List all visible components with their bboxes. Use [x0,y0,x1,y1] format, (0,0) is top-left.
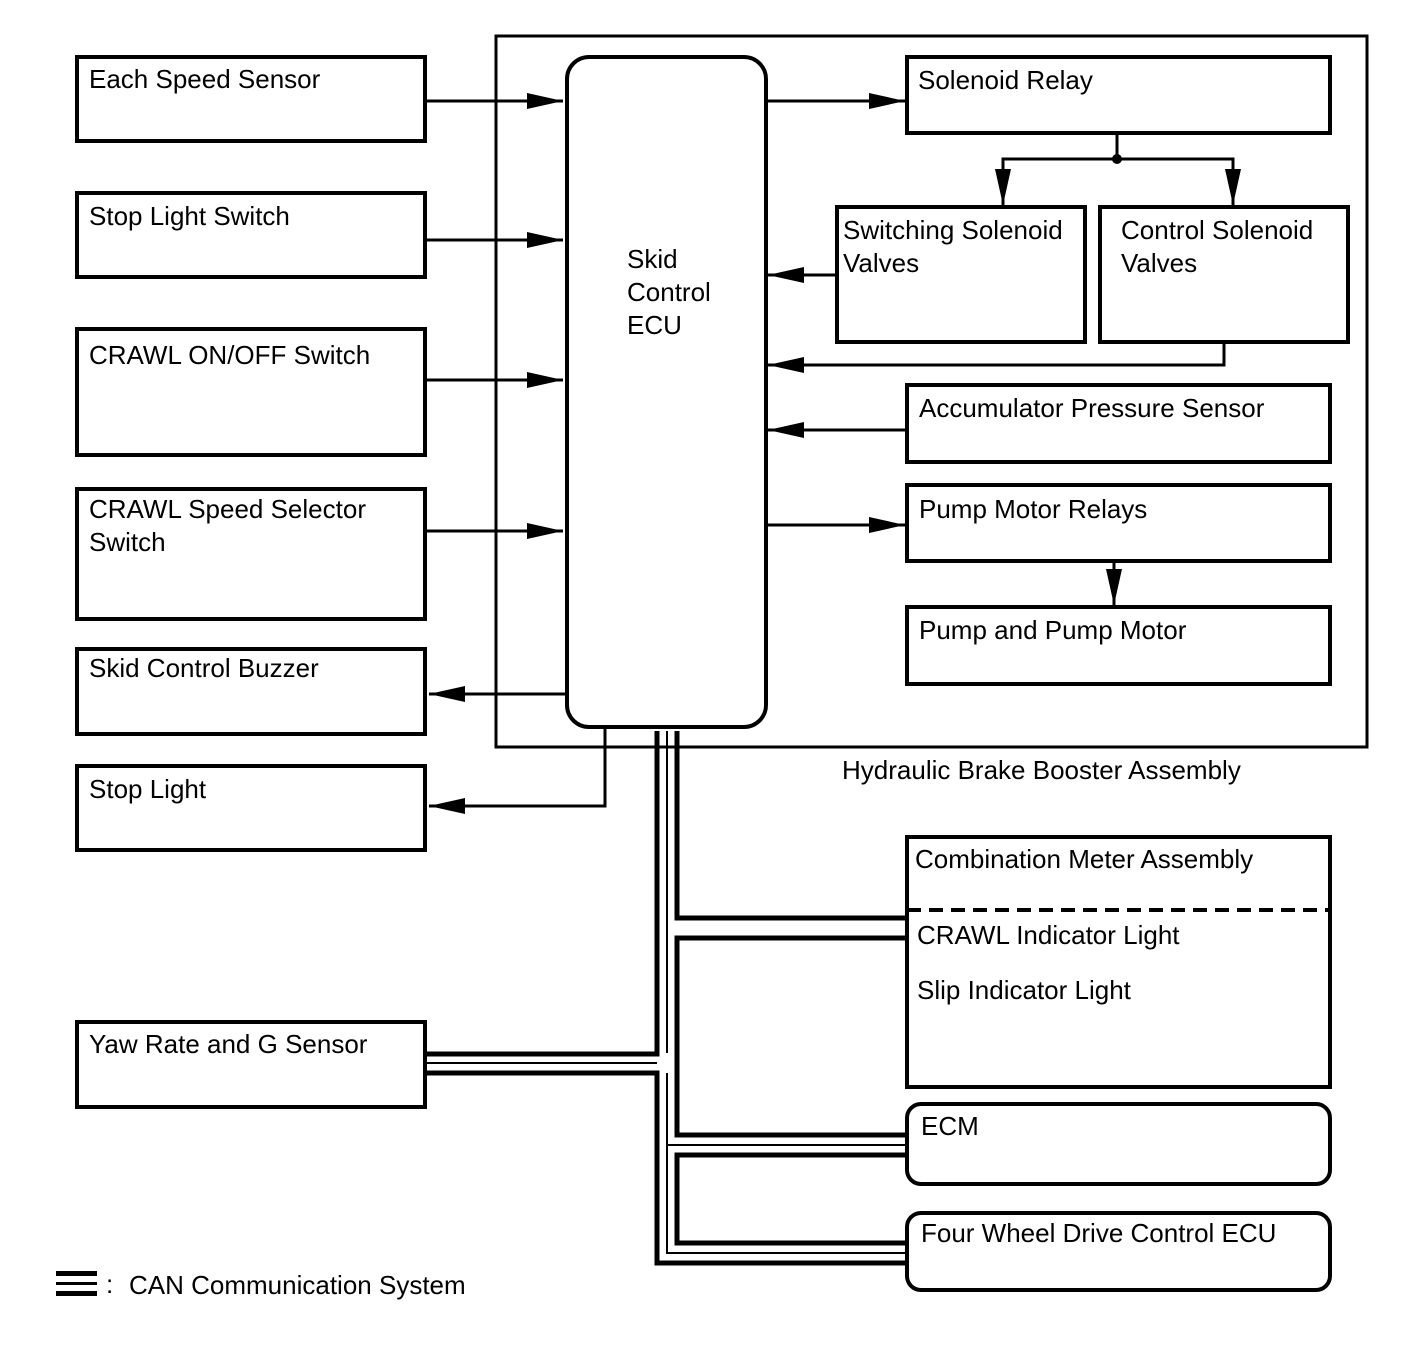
crawl-onoff-switch-box: CRAWL ON/OFF Switch [75,327,427,457]
crawl-speed-selector-box: CRAWL Speed Selector Switch [75,487,427,621]
can-line-meter-lower [674,935,907,1138]
stop-light-box: Stop Light [75,764,427,852]
crawl-onoff-switch-label: CRAWL ON/OFF Switch [89,340,370,370]
four-wheel-drive-ecu-box: Four Wheel Drive Control ECU [905,1211,1332,1292]
stop-light-label: Stop Light [89,774,207,804]
control-valves-arrow [768,342,1226,373]
stop-light-switch-label: Stop Light Switch [89,201,290,231]
yaw-rate-g-sensor-label: Yaw Rate and G Sensor [89,1029,368,1059]
legend: : CAN Communication System [56,1269,466,1300]
can-line-ecm-lower [674,1152,907,1246]
combination-meter-box: Combination Meter Assembly CRAWL Indicat… [905,835,1332,1089]
slip-indicator-label: Slip Indicator Light [917,975,1132,1005]
skid-control-buzzer-box: Skid Control Buzzer [75,647,427,736]
relay-to-switching-arrow [995,133,1119,205]
booster-assembly-label: Hydraulic Brake Booster Assembly [842,755,1241,785]
legend-text: CAN Communication System [129,1270,466,1300]
can-line-meter-upper [674,731,907,921]
each-speed-sensor-box: Each Speed Sensor [75,55,427,143]
crawl-indicator-label: CRAWL Indicator Light [917,920,1180,950]
combination-meter-label: Combination Meter Assembly [915,844,1253,874]
pump-motor-relays-box: Pump Motor Relays [905,483,1332,563]
can-line-yaw-upper [425,731,660,1057]
switching-solenoid-valves-box: Switching Solenoid Valves [835,205,1087,344]
control-solenoid-valves-label: Control Solenoid Valves [1121,215,1320,278]
crawl-speed-selector-label: CRAWL Speed Selector Switch [89,494,373,557]
stop-light-switch-box: Stop Light Switch [75,191,427,279]
control-solenoid-valves-box: Control Solenoid Valves [1098,205,1350,344]
skid-control-ecu-label: Skid Control ECU [627,244,718,340]
solenoid-relay-box: Solenoid Relay [905,55,1332,135]
accumulator-pressure-sensor-label: Accumulator Pressure Sensor [919,393,1265,423]
skid-control-buzzer-label: Skid Control Buzzer [89,653,319,683]
each-speed-sensor-label: Each Speed Sensor [89,64,321,94]
can-line-yaw-lower [425,1070,907,1266]
yaw-rate-g-sensor-box: Yaw Rate and G Sensor [75,1020,427,1109]
solenoid-relay-label: Solenoid Relay [918,65,1093,95]
pump-and-pump-motor-label: Pump and Pump Motor [919,615,1187,645]
pump-motor-relays-label: Pump Motor Relays [919,494,1147,524]
stop-light-arrow [429,727,607,814]
skid-control-ecu: Skid Control ECU [565,55,768,729]
legend-separator: : [106,1269,113,1299]
relay-junction-dot [1112,154,1122,164]
can-bus-thin [426,731,907,1254]
signal-lines [425,93,1241,814]
can-legend-symbol-icon [56,1271,97,1296]
ecm-label: ECM [921,1111,979,1141]
can-bus [425,731,907,1266]
four-wheel-drive-ecu-label: Four Wheel Drive Control ECU [921,1218,1276,1248]
ecm-box: ECM [905,1102,1332,1186]
booster-assembly-frame [494,34,1369,749]
pump-and-pump-motor-box: Pump and Pump Motor [905,605,1332,686]
relay-to-control-arrow [1117,157,1241,205]
switching-solenoid-valves-label: Switching Solenoid Valves [843,215,1070,278]
accumulator-pressure-sensor-box: Accumulator Pressure Sensor [905,383,1332,464]
